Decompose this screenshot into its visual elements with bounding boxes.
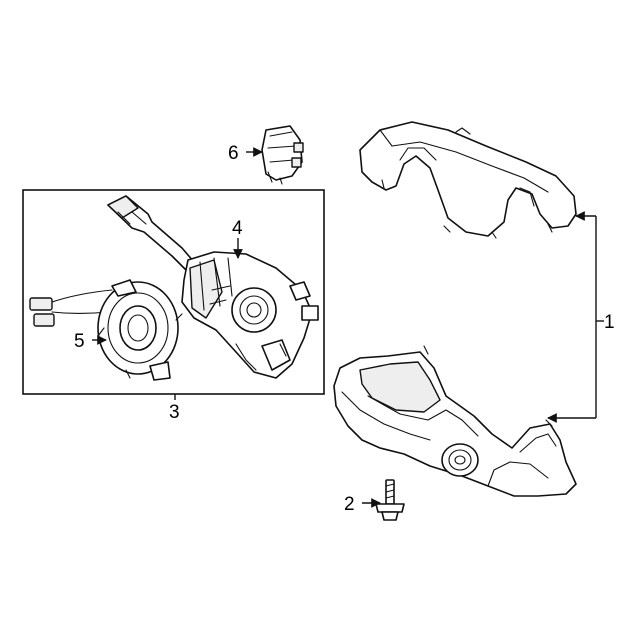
part-1-upper-shroud <box>359 121 577 239</box>
callout-1: 1 <box>604 312 615 333</box>
assembly-group-box <box>22 189 325 395</box>
part-4-combination-switch <box>107 195 319 379</box>
callout-5: 5 <box>74 331 85 352</box>
part-2-screw <box>375 479 405 521</box>
callout-2: 2 <box>344 494 355 515</box>
callout-3: 3 <box>169 402 180 423</box>
part-1-lower-shroud <box>333 345 577 497</box>
part-5-clockspring <box>29 279 183 381</box>
callout-4: 4 <box>232 218 243 239</box>
callout-6: 6 <box>228 143 239 164</box>
part-6-switch <box>261 125 304 185</box>
